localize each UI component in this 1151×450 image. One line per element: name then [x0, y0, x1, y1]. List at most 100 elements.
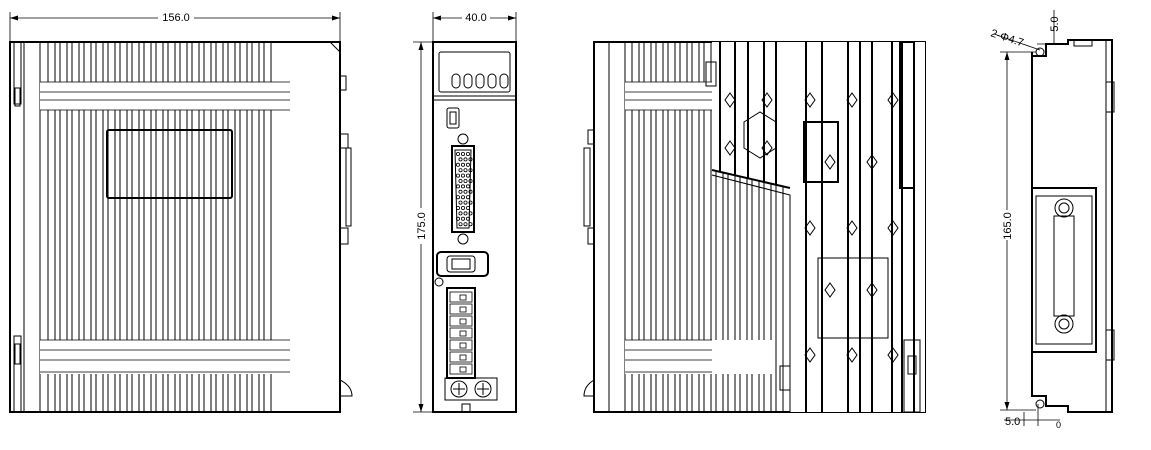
vent-slot: [95, 41, 104, 413]
fin-rib: [724, 92, 736, 108]
hole-callout-label: 2-Φ4.7: [989, 27, 1025, 49]
vent-slot: [131, 41, 140, 413]
db-pin: [468, 222, 473, 227]
led-digit: [451, 73, 461, 89]
db-pin: [465, 184, 470, 189]
terminal-block: [446, 287, 476, 379]
db-pin: [465, 173, 470, 178]
db-pin: [455, 205, 460, 210]
vent-slot: [119, 41, 128, 413]
vent-slot: [107, 41, 116, 413]
db-pin: [463, 189, 468, 194]
terminal: [449, 303, 473, 315]
fin-rib: [866, 154, 878, 170]
fin-rib: [804, 220, 816, 236]
db-pin: [458, 211, 463, 216]
vent-slot: [251, 41, 260, 413]
db-connector: [451, 133, 475, 245]
vent-slot: [143, 41, 152, 413]
db-pin: [460, 173, 465, 178]
db-pin: [458, 200, 463, 205]
terminal: [449, 363, 473, 375]
db-pin: [458, 222, 463, 227]
mount-hole: [1035, 47, 1045, 57]
vent-slot: [239, 41, 248, 413]
db-pin: [465, 216, 470, 221]
db-pin: [463, 157, 468, 162]
vent-slot: [691, 41, 700, 413]
heatsink-fins: [719, 41, 921, 413]
dimension-width-label: 156.0: [162, 12, 190, 24]
db-pin: [463, 200, 468, 205]
vent-slot: [215, 41, 224, 413]
led-digit: [463, 73, 473, 89]
fin-rib: [846, 347, 858, 363]
fin-rib: [887, 220, 899, 236]
led-digit: [487, 73, 497, 89]
fin-rib: [824, 282, 836, 298]
vent-slot: [47, 41, 56, 413]
display-digits: [451, 73, 509, 89]
db-pin: [460, 195, 465, 200]
db-pin: [465, 162, 470, 167]
db-pin: [458, 189, 463, 194]
front-view: 40.0 175.0: [413, 11, 517, 413]
vent-slot: [227, 41, 236, 413]
db-pin: [455, 151, 460, 156]
vent-slot: [631, 41, 640, 413]
mounting-view: 5.0 2-Φ4.7 165.0 5.0 0: [989, 10, 1115, 430]
db-pin: [463, 211, 468, 216]
db-pin: [463, 168, 468, 173]
usb-port: [446, 107, 460, 129]
led-digit: [499, 73, 509, 89]
fin-rib: [846, 220, 858, 236]
db-pin: [468, 157, 473, 162]
vent-slot: [167, 41, 176, 413]
fin-rib: [866, 282, 878, 298]
db-pin: [465, 195, 470, 200]
db-pin: [455, 184, 460, 189]
encoder-connector: [436, 251, 489, 277]
fin-rib: [804, 92, 816, 108]
dimension-bottom-small-label: 0: [1056, 420, 1061, 430]
dimension-mount-spacing-label: 165.0: [1002, 212, 1014, 240]
vent-slot: [667, 41, 676, 413]
db-pin: [465, 151, 470, 156]
label-panel: [106, 129, 233, 199]
vent-slot: [71, 41, 80, 413]
fin-rib: [846, 92, 858, 108]
vent-slot: [263, 41, 272, 413]
db-pin: [463, 222, 468, 227]
screw-terminal: [474, 380, 492, 398]
vent-slots: [40, 41, 310, 413]
db-pin: [468, 178, 473, 183]
led-digit: [475, 73, 485, 89]
vent-slot: [83, 41, 92, 413]
fin-rib: [761, 92, 773, 108]
db-pin: [458, 157, 463, 162]
bracket-screw: [1054, 198, 1074, 218]
terminal: [449, 315, 473, 327]
db-pin: [468, 168, 473, 173]
fin-rib: [724, 140, 736, 156]
db-pin: [455, 162, 460, 167]
db-pin: [460, 216, 465, 221]
dimension-bottom-offset-label: 5.0: [1005, 416, 1020, 428]
db-pin: [455, 216, 460, 221]
dimension-height-label: 175.0: [416, 212, 428, 240]
fin-rib: [824, 154, 836, 170]
dimension-top-offset-label: 5.0: [1049, 16, 1061, 31]
db-pin: [465, 205, 470, 210]
dimension-depth-label: 40.0: [465, 12, 486, 24]
screw-terminal: [450, 380, 468, 398]
db-pin: [468, 211, 473, 216]
fin-rib: [887, 92, 899, 108]
fin-rib: [761, 140, 773, 156]
vent-slot: [655, 41, 664, 413]
db-pin: [460, 162, 465, 167]
side-view-left: 156.0: [9, 11, 353, 413]
led-display: [438, 51, 511, 93]
vent-slot: [703, 41, 712, 413]
db-pin: [468, 189, 473, 194]
